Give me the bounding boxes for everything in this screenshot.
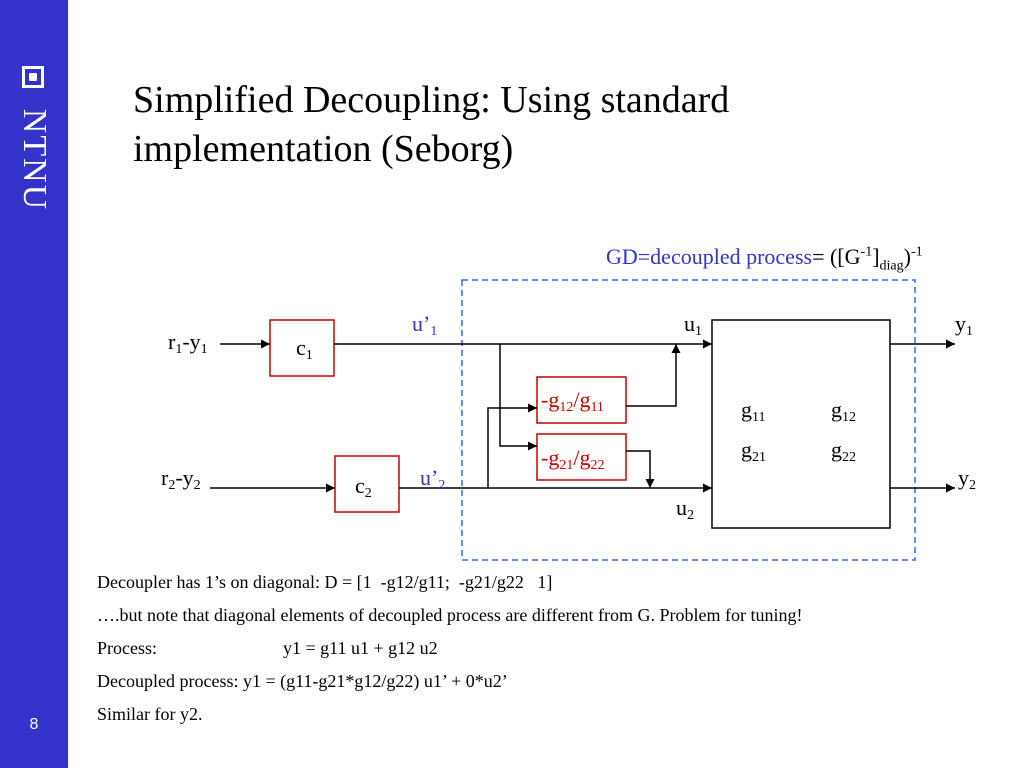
- r1-label: r1-y1: [168, 329, 208, 357]
- body-line-3: Process: y1 = g11 u1 + g12 u2: [97, 637, 438, 659]
- y2-label: y2: [958, 465, 976, 493]
- u2prime-branch: [487, 403, 537, 488]
- gd-end: ): [903, 244, 911, 269]
- u1prime-branch: [499, 344, 537, 451]
- process-equation: y1 = g11 u1 + g12 u2: [283, 638, 438, 658]
- c2-box: [334, 455, 400, 513]
- g12-label: g12: [831, 397, 856, 425]
- r2-label: r2-y2: [161, 465, 201, 493]
- title-line-1: Simplified Decoupling: Using standard: [133, 79, 730, 121]
- title-line-2: implementation (Seborg): [133, 128, 514, 170]
- gd-label: GD=decoupled process= ([G-1]diag)-1: [606, 244, 923, 274]
- c2-label: c2: [355, 473, 372, 501]
- ntnu-logo-icon: [22, 66, 44, 88]
- dec12-output: [626, 344, 681, 407]
- page-number: 8: [29, 716, 39, 733]
- y1-label: y1: [955, 311, 973, 339]
- body-line-2: ….but note that diagonal elements of dec…: [97, 605, 803, 625]
- u2-prime-label: u’2: [420, 465, 446, 493]
- decoupler-21-box: [536, 433, 627, 481]
- gd-sup2: -1: [910, 244, 923, 260]
- decoupler-21-label: -g21/g22: [541, 445, 605, 473]
- u1-prime-label: u’1: [412, 311, 438, 339]
- decoupler-12-box: [536, 376, 627, 424]
- decoupler-boundary: [461, 279, 916, 561]
- c1-box: [269, 319, 335, 377]
- sidebar: NTNU 8: [0, 0, 68, 768]
- gd-mid: ]: [872, 244, 880, 269]
- gd-label-rest: = ([G: [812, 244, 861, 269]
- g22-label: g22: [831, 437, 856, 465]
- c1-label: c1: [296, 335, 313, 363]
- g11-label: g11: [741, 397, 766, 425]
- u1-label: u1: [684, 311, 702, 339]
- body-line-1: Decoupler has 1’s on diagonal: D = [1 -g…: [97, 572, 553, 592]
- gd-sup1: -1: [860, 244, 873, 260]
- g21-label: g21: [741, 437, 766, 465]
- u2-label: u2: [676, 495, 694, 523]
- process-label: Process:: [97, 638, 157, 658]
- body-line-5: Similar for y2.: [97, 704, 203, 724]
- slide-title: Simplified Decoupling: Using standard im…: [133, 76, 993, 174]
- gd-label-blue: GD=decoupled process: [606, 244, 813, 269]
- process-box: [711, 319, 891, 529]
- dec21-output: [626, 450, 655, 488]
- body-line-4: Decoupled process: y1 = (g11-g21*g12/g22…: [97, 671, 508, 691]
- decoupler-12-label: -g12/g11: [541, 387, 604, 415]
- gd-sub: diag: [879, 258, 904, 274]
